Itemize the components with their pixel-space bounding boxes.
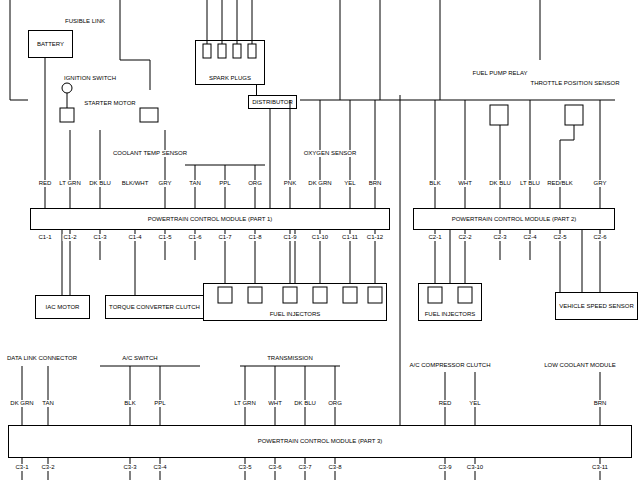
injector-group: FUEL INJECTORS (418, 283, 482, 321)
wire-label: C3-2 (40, 464, 55, 471)
wire-label: FUSIBLE LINK (64, 18, 106, 25)
box-label: FUEL INJECTORS (425, 311, 476, 318)
wire-label: PPL (153, 400, 166, 407)
wire-label: LOW COOLANT MODULE (543, 362, 617, 369)
wire-label: IGNITION SWITCH (63, 75, 117, 82)
wire-label: C1-8 (247, 234, 262, 241)
wire-label: TAN (188, 180, 202, 187)
wire-label: C1-6 (187, 234, 202, 241)
wire-label: C2-1 (427, 234, 442, 241)
wire-label: C1-4 (127, 234, 142, 241)
box-label: SPARK PLUGS (209, 75, 251, 82)
wire-label: COOLANT TEMP SENSOR (112, 150, 188, 157)
sensor-box: VEHICLE SPEED SENSOR (555, 292, 638, 320)
wire-label: C3-1 (14, 464, 29, 471)
wire-label: C3-8 (327, 464, 342, 471)
wire-label: C2-4 (522, 234, 537, 241)
wire-label: WHT (267, 400, 283, 407)
wire-connector (450, 230, 451, 283)
wire-label: C1-12 (366, 234, 384, 241)
wire-label: C2-3 (492, 234, 507, 241)
wire-label: DK BLU (488, 180, 512, 187)
wire-label: WHT (457, 180, 473, 187)
wire-label: RED (438, 400, 453, 407)
control-module-band: POWERTRAIN CONTROL MODULE (PART 1) (30, 208, 390, 230)
wire-label: C2-2 (457, 234, 472, 241)
wire-label: C3-11 (591, 464, 609, 471)
actuator-box: IAC MOTOR (35, 295, 90, 319)
wire-label: LT GRN (58, 180, 81, 187)
wire-label: C3-5 (237, 464, 252, 471)
box-label: POWERTRAIN CONTROL MODULE (PART 2) (452, 216, 577, 223)
wire-label: A/C SWITCH (121, 355, 158, 362)
wire-label: TRANSMISSION (266, 355, 314, 362)
box-label: BATTERY (37, 41, 64, 48)
wire-label: C2-5 (552, 234, 567, 241)
box-label: FUEL INJECTORS (270, 311, 321, 318)
wire-label: C3-7 (297, 464, 312, 471)
wire-label: C1-9 (282, 234, 297, 241)
wire-label: C2-6 (592, 234, 607, 241)
wire-label: LT BLU (519, 180, 541, 187)
wire-label: YEL (468, 400, 481, 407)
control-module-band: POWERTRAIN CONTROL MODULE (PART 3) (8, 425, 632, 458)
wire-label: ORG (247, 180, 263, 187)
wire-label: C1-1 (37, 234, 52, 241)
wire-label: ORG (327, 400, 343, 407)
wire-label: BLK (123, 400, 136, 407)
battery-box: BATTERY (28, 30, 73, 58)
wire-label: PNK (283, 180, 297, 187)
actuator-box: TORQUE CONVERTER CLUTCH (105, 295, 204, 319)
wire-label: DK GRN (307, 180, 332, 187)
wire-label: C3-10 (466, 464, 484, 471)
wire-label: OXYGEN SENSOR (303, 150, 358, 157)
spark-plug-group: SPARK PLUGS (195, 40, 265, 85)
box-label: IAC MOTOR (46, 304, 80, 311)
box-label: TORQUE CONVERTER CLUTCH (109, 304, 200, 311)
wire-label: BRN (368, 180, 383, 187)
wire-label: GRY (158, 180, 173, 187)
wire-label: C3-4 (152, 464, 167, 471)
wire-label: DK BLU (293, 400, 317, 407)
box-label: VEHICLE SPEED SENSOR (559, 303, 634, 310)
wire-label: YEL (343, 180, 356, 187)
injector-group: FUEL INJECTORS (203, 283, 387, 321)
distributor-box: DISTRIBUTOR (248, 95, 297, 109)
wire-connector (582, 230, 583, 292)
wire-connector (256, 85, 257, 95)
wire-label: C3-9 (437, 464, 452, 471)
wire-label: STARTER MOTOR (83, 100, 136, 107)
wire-label: DATA LINK CONNECTOR (6, 355, 78, 362)
wire-label: LT GRN (233, 400, 256, 407)
control-module-band: POWERTRAIN CONTROL MODULE (PART 2) (413, 208, 615, 230)
wire-label: C1-3 (92, 234, 107, 241)
wire-label: RED (38, 180, 53, 187)
wire-label: C3-6 (267, 464, 282, 471)
wire-label: C1-10 (311, 234, 329, 241)
wire-label: TAN (41, 400, 55, 407)
wire-label: C1-5 (157, 234, 172, 241)
wire-label: BLK (428, 180, 441, 187)
wire-label: DK GRN (9, 400, 34, 407)
box-label: POWERTRAIN CONTROL MODULE (PART 3) (258, 438, 383, 445)
wire-label: C3-3 (122, 464, 137, 471)
wire-label: RED/BLK (546, 180, 574, 187)
wire-label: GRY (593, 180, 608, 187)
wire-label: C1-7 (217, 234, 232, 241)
wire-label: DK BLU (88, 180, 112, 187)
wire-label: PPL (218, 180, 231, 187)
wire-label: BLK/WHT (121, 180, 150, 187)
box-label: POWERTRAIN CONTROL MODULE (PART 1) (148, 216, 273, 223)
wire-connector (270, 109, 271, 208)
box-label: DISTRIBUTOR (252, 99, 293, 106)
wire-label: FUEL PUMP RELAY (472, 70, 529, 77)
wire-label: A/C COMPRESSOR CLUTCH (408, 362, 491, 369)
wire-label: C1-11 (341, 234, 359, 241)
wire-label: BRN (593, 400, 608, 407)
wire-label: THROTTLE POSITION SENSOR (529, 80, 620, 87)
wire-label: C1-2 (62, 234, 77, 241)
